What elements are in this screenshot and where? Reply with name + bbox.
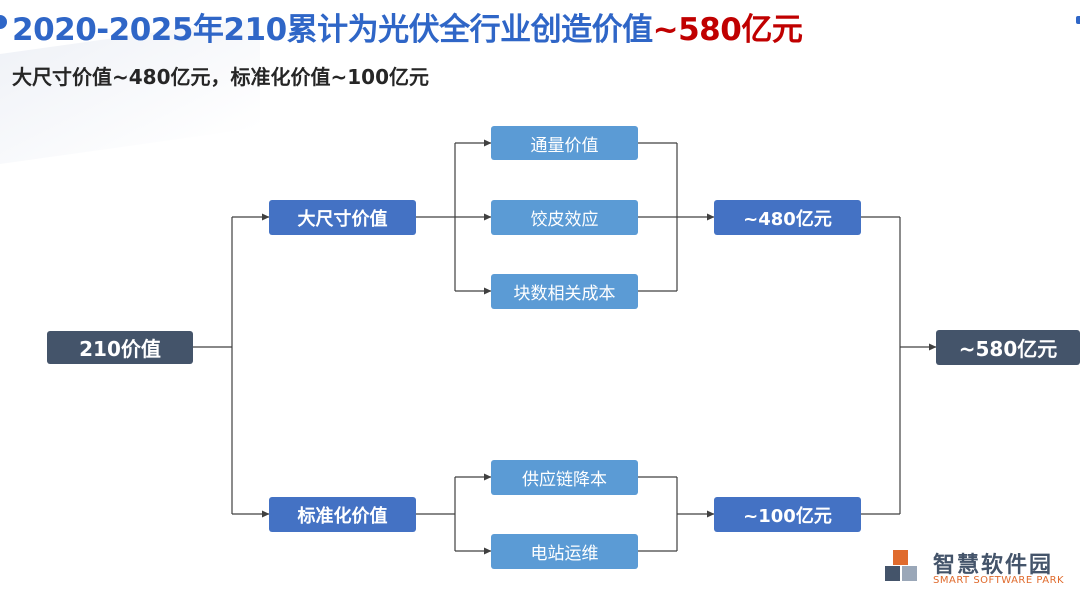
- page-subtitle: 大尺寸价值~480亿元，标准化价值~100亿元: [12, 65, 430, 89]
- node-total: ~580亿元: [936, 330, 1080, 365]
- title-bullet: [0, 15, 7, 29]
- node-flux-value: 通量价值: [491, 126, 638, 160]
- node-supply-chain-cost: 供应链降本: [491, 460, 638, 495]
- logo-mark-icon: [885, 550, 917, 582]
- node-large-size-value: 大尺寸价值: [269, 200, 416, 235]
- node-count-related-cost: 块数相关成本: [491, 274, 638, 309]
- node-standardization-value: 标准化价值: [269, 497, 416, 532]
- brand-logo: 智慧软件园 SMART SOFTWARE PARK: [885, 545, 1080, 590]
- title-main: 2020-2025年210累计为光伏全行业创造价值: [12, 12, 653, 48]
- node-dumpling-effect: 饺皮效应: [491, 200, 638, 235]
- node-root: 210价值: [47, 331, 193, 364]
- logo-name: 智慧软件园: [933, 553, 1054, 578]
- page-title: 2020-2025年210累计为光伏全行业创造价值~580亿元: [12, 4, 803, 49]
- node-result-480: ~480亿元: [714, 200, 861, 235]
- title-highlight: ~580亿元: [652, 12, 803, 48]
- corner-marker: [1076, 16, 1080, 24]
- logo-subtitle: SMART SOFTWARE PARK: [933, 575, 1065, 586]
- node-result-100: ~100亿元: [714, 497, 861, 532]
- node-plant-om: 电站运维: [491, 534, 638, 569]
